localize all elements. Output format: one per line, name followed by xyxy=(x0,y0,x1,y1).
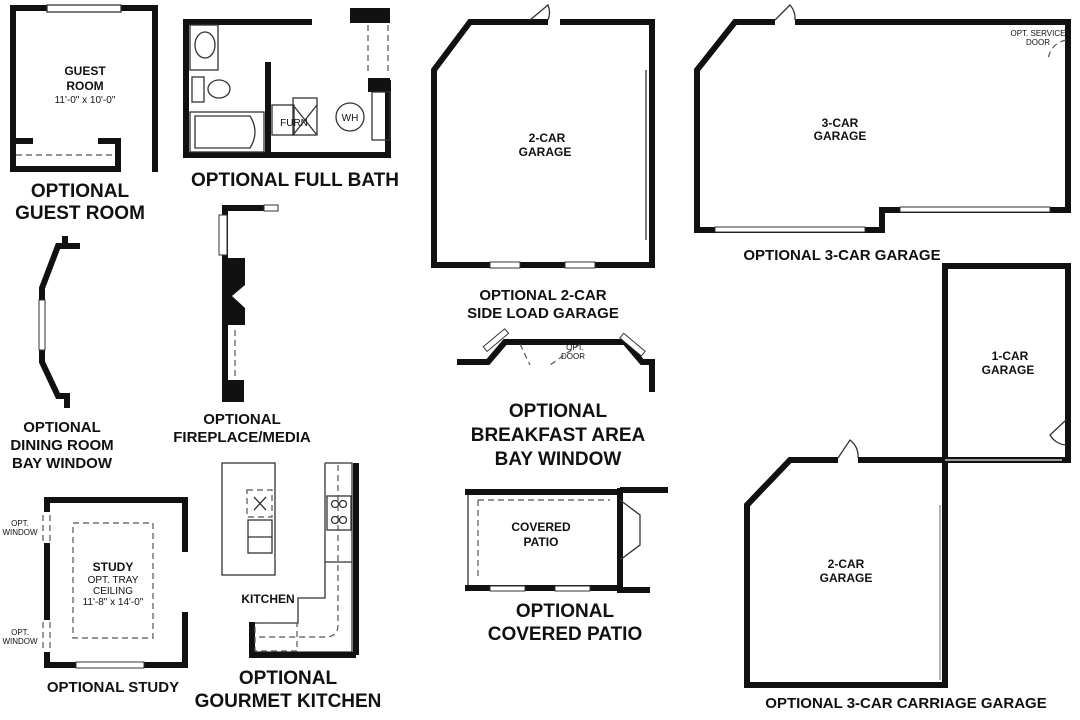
room-label: GUEST xyxy=(64,64,106,78)
plan-title: OPTIONAL xyxy=(23,419,101,436)
room-label: ROOM xyxy=(66,79,103,93)
furnace-label: FURN xyxy=(280,118,308,129)
guest-room-plan: GUEST ROOM 11'-0" x 10'-0" OPTIONAL GUES… xyxy=(10,4,158,224)
door-label: OPT. xyxy=(566,343,584,352)
room-label: 2-CAR xyxy=(529,131,566,145)
carriage-garage-plan: 1-CAR GARAGE 2-CAR GARAGE OPTIONAL 3-CAR… xyxy=(744,263,1071,712)
ceiling-label: CEILING xyxy=(93,586,133,597)
three-car-garage-plan: OPT. SERVICE DOOR 3-CAR GARAGE OPTIONAL … xyxy=(694,4,1071,264)
room-label: STUDY xyxy=(93,560,134,574)
plan-title: OPTIONAL STUDY xyxy=(47,679,179,696)
plan-title: OPTIONAL 3-CAR CARRIAGE GARAGE xyxy=(765,695,1046,712)
side-load-garage-plan: 2-CAR GARAGE OPTIONAL 2-CAR SIDE LOAD GA… xyxy=(431,3,655,322)
plan-title: SIDE LOAD GARAGE xyxy=(467,305,619,322)
window-label: OPT. xyxy=(11,628,29,637)
room-label: GARAGE xyxy=(519,145,572,159)
window-label: WINDOW xyxy=(2,637,38,646)
plan-title: GUEST ROOM xyxy=(15,203,145,224)
plan-title: COVERED PATIO xyxy=(488,624,642,645)
plan-title: OPTIONAL xyxy=(203,411,281,428)
plan-title: OPTIONAL xyxy=(239,668,338,689)
dining-bay-plan: OPTIONAL DINING ROOM BAY WINDOW xyxy=(10,236,114,472)
plan-title: OPTIONAL 2-CAR xyxy=(479,287,606,304)
kitchen-plan: KITCHEN OPTIONAL GOURMET KITCHEN xyxy=(195,462,382,712)
plan-title: OPTIONAL 3-CAR GARAGE xyxy=(743,247,940,264)
plan-title: OPTIONAL xyxy=(509,401,608,422)
covered-patio-plan: COVERED PATIO OPTIONAL COVERED PATIO xyxy=(465,487,668,645)
plan-title: GOURMET KITCHEN xyxy=(195,691,382,712)
fireplace-plan: OPTIONAL FIREPLACE/MEDIA xyxy=(173,204,311,446)
room-label: KITCHEN xyxy=(241,592,294,606)
room-label: GARAGE xyxy=(814,129,867,143)
room-label: 1-CAR xyxy=(992,349,1029,363)
room-label: 3-CAR xyxy=(822,116,859,130)
plan-title: DINING ROOM xyxy=(10,437,113,454)
window-label: WINDOW xyxy=(2,528,38,537)
breakfast-bay-plan: OPT. DOOR OPTIONAL BREAKFAST AREA BAY WI… xyxy=(457,328,655,470)
plan-title: OPTIONAL xyxy=(31,181,130,202)
plan-title: BREAKFAST AREA xyxy=(471,425,646,446)
door-label: DOOR xyxy=(561,352,585,361)
study-plan: OPT. WINDOW OPT. WINDOW STUDY OPT. TRAY … xyxy=(2,497,188,696)
plan-title: FIREPLACE/MEDIA xyxy=(173,429,311,446)
room-label: PATIO xyxy=(524,535,559,549)
door-label: DOOR xyxy=(1026,38,1050,47)
plan-title: OPTIONAL FULL BATH xyxy=(191,170,399,191)
room-size: 11'-0" x 10'-0" xyxy=(55,95,116,106)
plan-title: OPTIONAL xyxy=(516,601,615,622)
room-label: GARAGE xyxy=(820,571,873,585)
room-label: COVERED xyxy=(511,520,571,534)
window-label: OPT. xyxy=(11,519,29,528)
room-label: 2-CAR xyxy=(828,557,865,571)
full-bath-plan: FURN WH OPTIONAL FULL BATH xyxy=(183,8,399,191)
ceiling-label: OPT. TRAY xyxy=(88,575,139,586)
room-size: 11'-8" x 14'-0" xyxy=(83,597,144,608)
plan-title: BAY WINDOW xyxy=(495,449,622,470)
plan-title: BAY WINDOW xyxy=(12,455,113,472)
door-label: OPT. SERVICE xyxy=(1011,29,1066,38)
room-label: GARAGE xyxy=(982,363,1035,377)
water-heater-label: WH xyxy=(342,113,359,124)
